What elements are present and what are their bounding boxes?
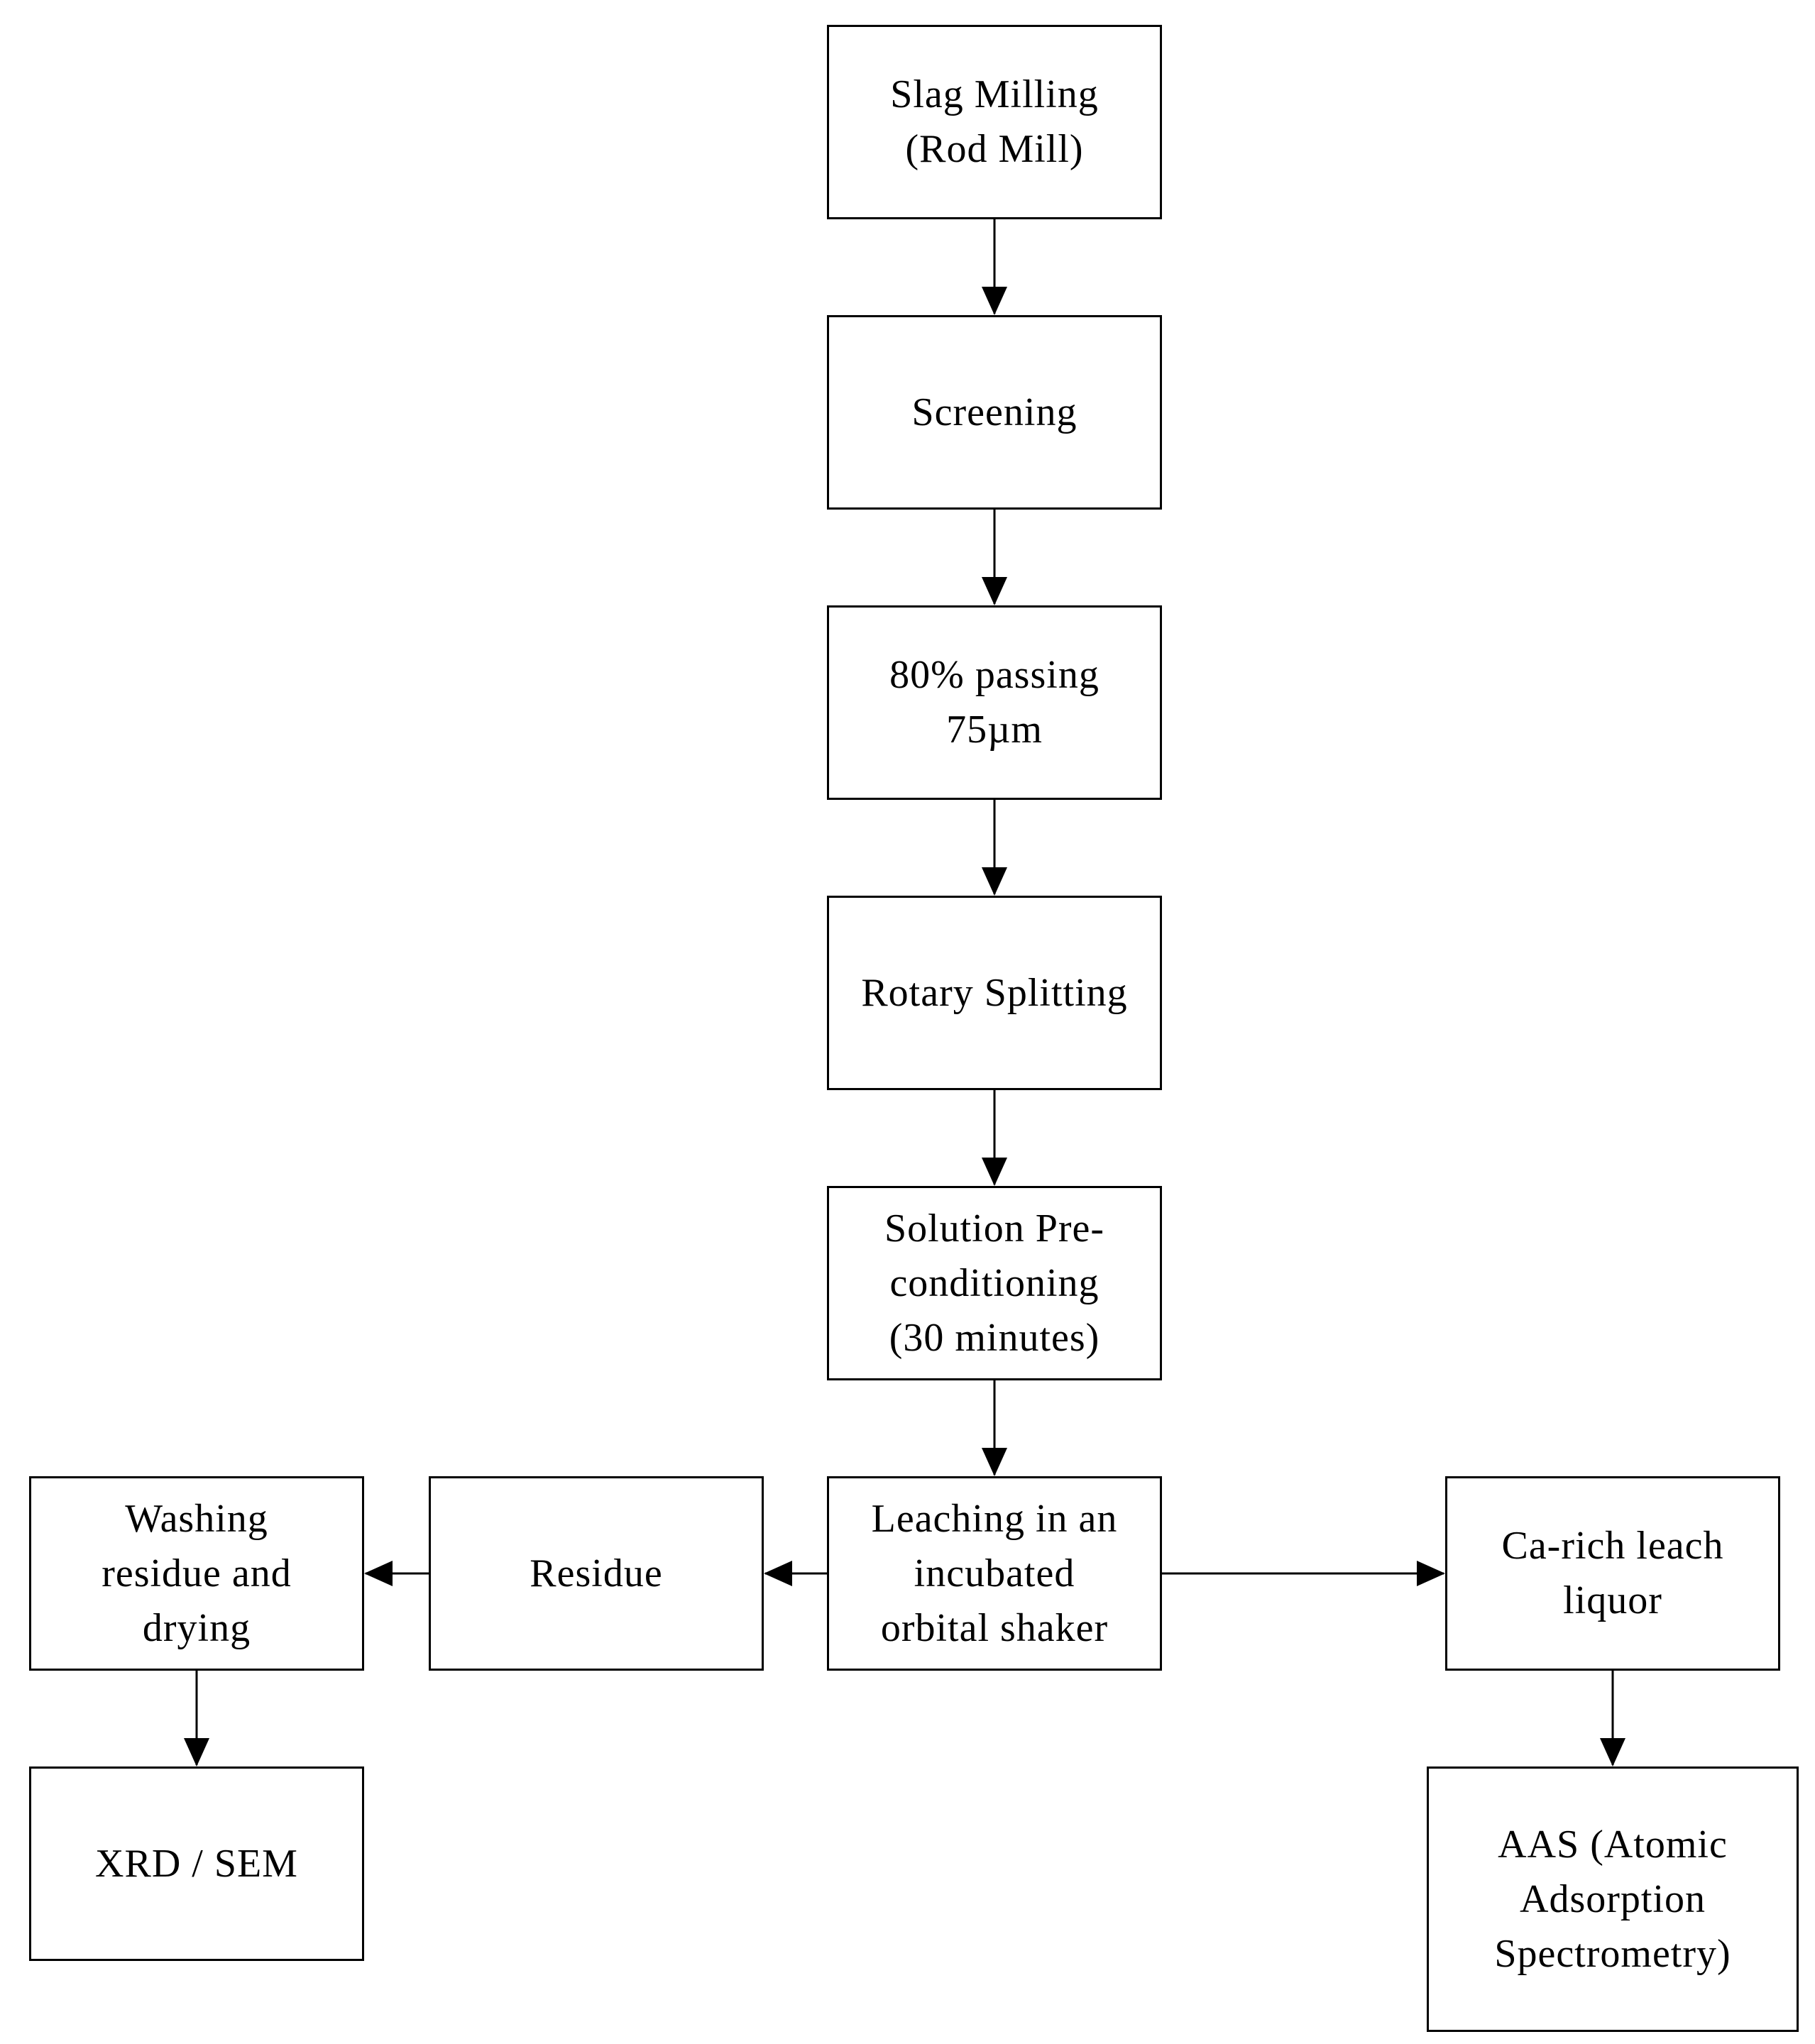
node-label-residue: Residue [530,1551,663,1595]
node-leaching: Leaching in an incubated orbital shaker [827,1476,1162,1671]
node-label-aas: AAS (Atomic Adsorption Spectrometry) [1494,1822,1731,1976]
node-screening: Screening [827,315,1162,510]
node-label-washing-residue: Washing residue and drying [102,1496,292,1650]
node-xrd-sem: XRD / SEM [29,1766,364,1961]
node-slag-milling: Slag Milling (Rod Mill) [827,25,1162,219]
node-label-80-percent-passing: 80% passing 75µm [889,653,1100,752]
node-label-solution-preconditioning: Solution Pre- conditioning (30 minutes) [884,1206,1105,1360]
node-80-percent-passing: 80% passing 75µm [827,605,1162,800]
node-label-slag-milling: Slag Milling (Rod Mill) [890,72,1099,171]
node-label-screening: Screening [911,390,1078,434]
node-aas: AAS (Atomic Adsorption Spectrometry) [1427,1766,1799,2032]
node-label-xrd-sem: XRD / SEM [95,1841,298,1886]
node-label-rotary-splitting: Rotary Splitting [861,970,1128,1015]
node-label-ca-rich-leach-liquor: Ca-rich leach liquor [1501,1524,1724,1622]
node-ca-rich-leach-liquor: Ca-rich leach liquor [1445,1476,1780,1671]
node-residue: Residue [429,1476,764,1671]
node-label-leaching: Leaching in an incubated orbital shaker [871,1496,1118,1650]
node-washing-residue: Washing residue and drying [29,1476,364,1671]
node-solution-preconditioning: Solution Pre- conditioning (30 minutes) [827,1186,1162,1380]
node-rotary-splitting: Rotary Splitting [827,896,1162,1090]
